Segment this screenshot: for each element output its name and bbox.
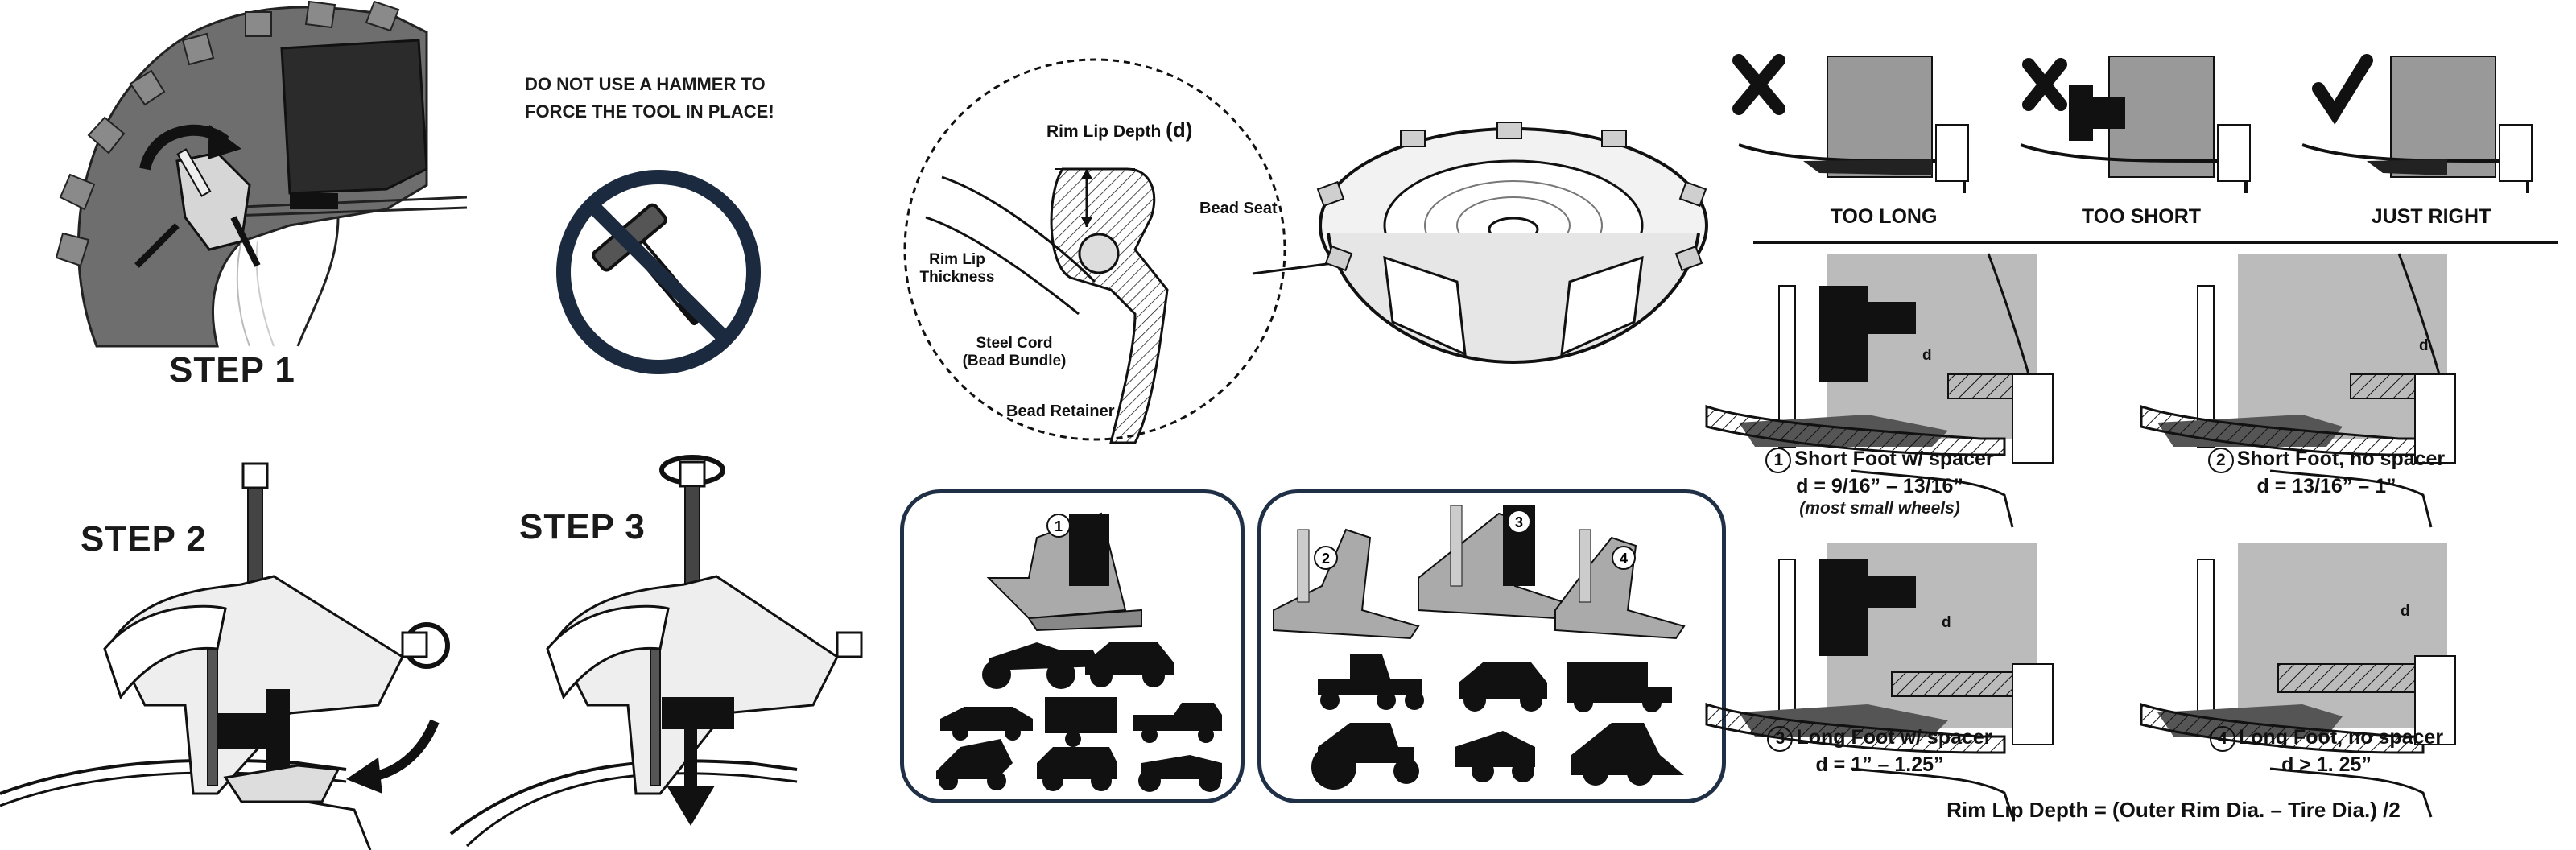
step2-illustration — [0, 462, 450, 850]
small-vehicle-icons: 1 — [936, 512, 1222, 792]
step1-label: STEP 1 — [169, 350, 295, 390]
foot-note-1: (most small wheels) — [1799, 499, 1960, 518]
foot-title-2: Short Foot, no spacer — [2236, 448, 2446, 470]
rim-lip-depth-formula: Rim Lip Depth = (Outer Rim Dia. – Tire D… — [1946, 798, 2401, 822]
foot-diagram-3 — [1705, 543, 2054, 818]
foot-number-3: 3 — [1767, 726, 1794, 752]
warning-line-2: FORCE THE TOOL IN PLACE! — [525, 101, 774, 122]
foot-type-diagrams: d d d d — [1705, 253, 2456, 818]
rim-lip-detail-diagram — [903, 58, 1286, 444]
tire-with-tool-icon — [55, 0, 468, 348]
warning-text: DO NOT USE A HAMMER TO FORCE THE TOOL IN… — [525, 71, 774, 126]
steel-cord-line-2: (Bead Bundle) — [962, 353, 1067, 369]
panel-number-3: 3 — [1515, 514, 1523, 530]
too-short-label: TOO SHORT — [2081, 205, 2202, 228]
foot-diagram-1 — [1705, 253, 2054, 528]
vehicle-silhouettes-large — [1311, 654, 1684, 790]
foot-range-4: d > 1. 25” — [2281, 753, 2372, 776]
step1-illustration — [48, 0, 468, 348]
rim-lip-depth-label: Rim Lip Depth (d) — [1046, 118, 1192, 142]
x-mark-icon — [1732, 54, 1785, 115]
rim-lip-thickness-line-1: Rim Lip — [929, 251, 985, 268]
just-right-label: JUST RIGHT — [2371, 205, 2491, 228]
warning-line-1: DO NOT USE A HAMMER TO — [525, 74, 766, 94]
foot-title-3: Long Foot w/ spacer — [1796, 726, 1992, 749]
depth-symbol: (d) — [1166, 118, 1193, 142]
step2-label: STEP 2 — [80, 519, 207, 559]
panel-number-4: 4 — [1620, 551, 1628, 567]
x-mark-icon — [2022, 58, 2067, 111]
check-mark-icon — [2312, 54, 2373, 125]
fit-comparison-diagrams — [1732, 54, 2533, 193]
fit-too-long — [1738, 56, 1969, 193]
bead-retainer-label: Bead Retainer — [1006, 402, 1115, 420]
steel-cord-label: Steel Cord (Bead Bundle) — [950, 335, 1079, 370]
step3-illustration — [449, 455, 863, 848]
step3-label: STEP 3 — [519, 507, 646, 547]
too-long-label: TOO LONG — [1830, 205, 1938, 228]
panel-number-2: 2 — [1322, 551, 1330, 567]
panel-number-1: 1 — [1055, 518, 1063, 534]
fit-just-right — [2301, 56, 2533, 193]
foot-diagram-4 — [2140, 543, 2456, 818]
bead-seat-label: Bead Seat — [1199, 200, 1278, 217]
no-hammer-icon — [556, 170, 761, 374]
d-marker-1: d — [1922, 347, 1932, 364]
foot-range-1: d = 9/16” – 13/16” — [1796, 475, 1963, 497]
d-marker-2: d — [2419, 337, 2429, 354]
foot-diagram-2 — [2140, 253, 2456, 528]
vehicle-silhouettes — [936, 642, 1222, 792]
foot-number-2: 2 — [2207, 448, 2234, 473]
d-marker-3: d — [1942, 614, 1951, 631]
steel-cord-line-1: Steel Cord — [976, 335, 1053, 352]
foot-number-1: 1 — [1765, 448, 1792, 473]
rim-lip-depth-text: Rim Lip Depth — [1046, 122, 1162, 141]
d-marker-4: d — [2401, 603, 2410, 620]
foot-number-4: 4 — [2209, 726, 2235, 752]
divider — [1753, 241, 2558, 244]
large-vehicle-icons: 2 3 4 — [1273, 505, 1686, 790]
foot-range-2: d = 13/16” – 1” — [2256, 475, 2396, 497]
rim-lip-thickness-line-2: Thickness — [919, 269, 995, 286]
rim-lip-thickness-label: Rim Lip Thickness — [913, 251, 1001, 287]
tire-cutaway-illustration — [1316, 122, 1708, 365]
foot-range-3: d = 1” – 1.25” — [1815, 753, 1944, 776]
foot-title-1: Short Foot w/ spacer — [1794, 448, 1994, 470]
fit-too-short — [2020, 56, 2251, 193]
foot-title-4: Long Foot, no spacer — [2238, 726, 2444, 749]
